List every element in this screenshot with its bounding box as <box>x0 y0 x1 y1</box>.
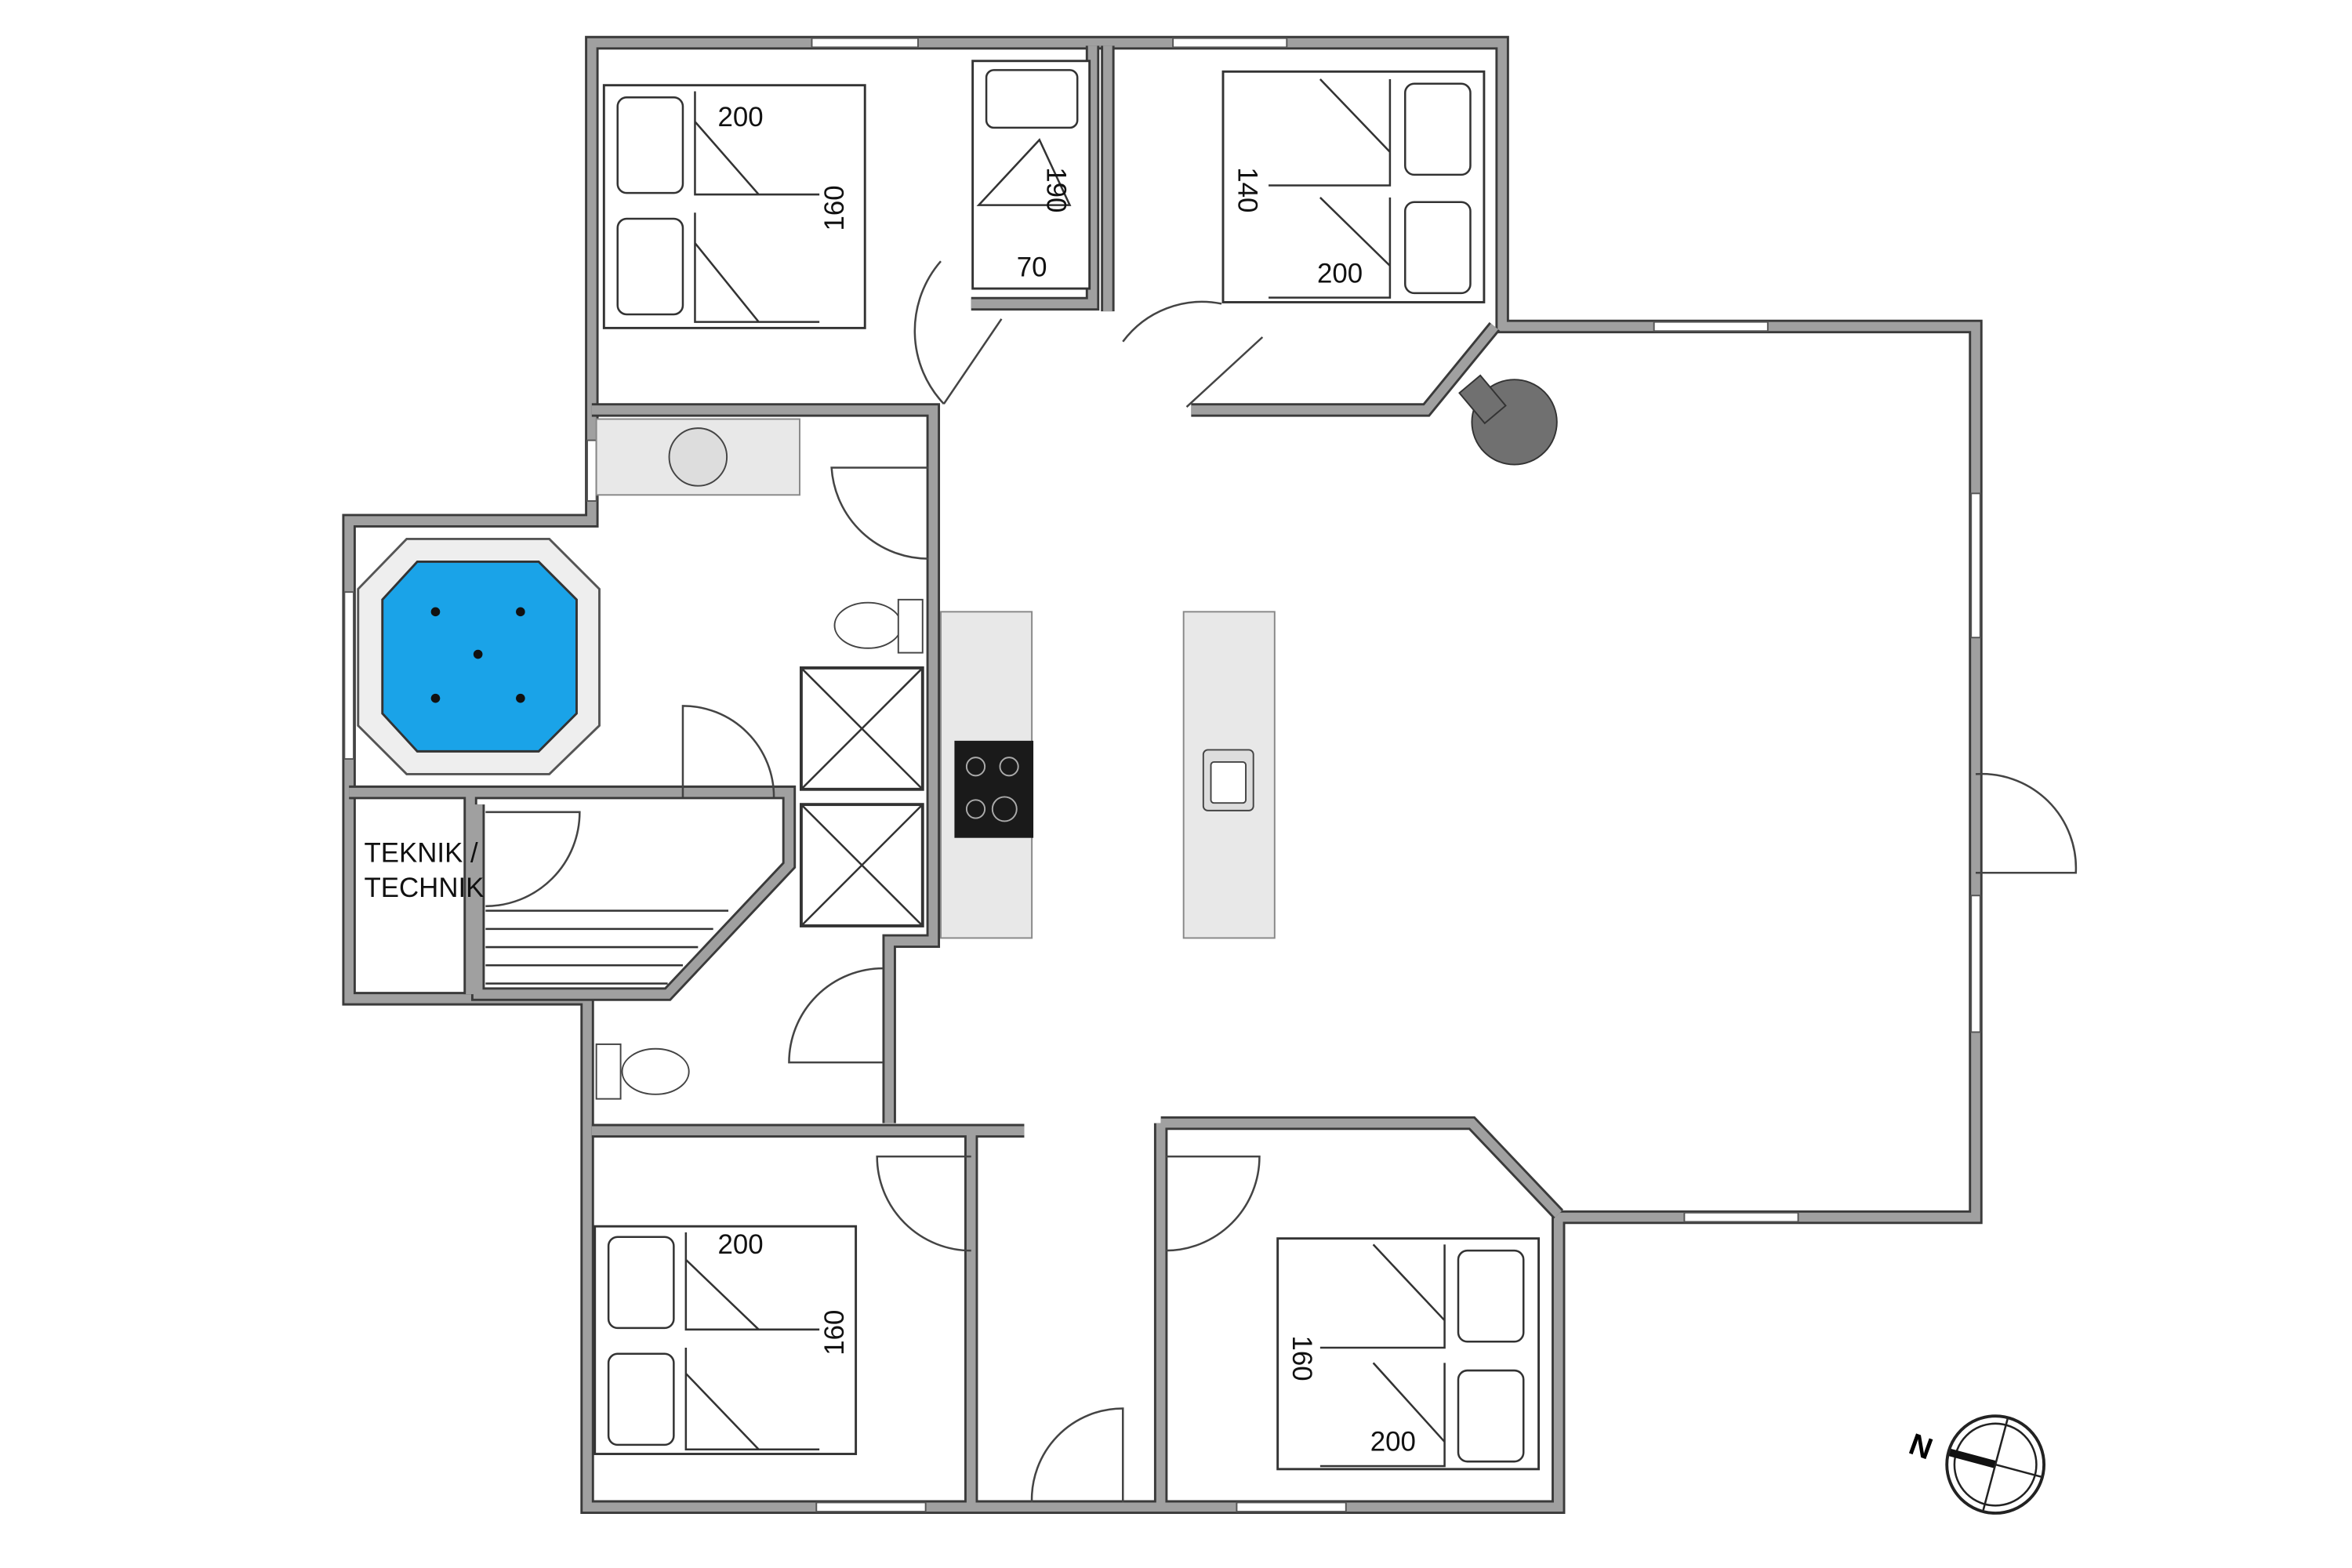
stove-hob-icon <box>954 740 1034 838</box>
bed-bottom-right: 160 200 <box>1276 1237 1541 1471</box>
bed-width-label: 70 <box>1017 252 1047 283</box>
stairs <box>485 909 729 985</box>
bed-width-label: 160 <box>1287 1336 1317 1381</box>
bed-width-label: 160 <box>819 1310 850 1356</box>
bed-top-left: 200 160 <box>602 84 866 329</box>
bed-length-label: 200 <box>1370 1427 1416 1457</box>
bed-bottom-left: 200 160 <box>593 1225 858 1455</box>
room-label-technik: TECHNIK <box>365 873 485 903</box>
windows <box>343 37 1981 1513</box>
toilet-tank <box>595 1043 622 1100</box>
walls <box>342 35 1983 1514</box>
doors <box>485 260 2078 1503</box>
toilet-icon <box>621 1047 690 1095</box>
toilet-tank <box>897 598 924 654</box>
compass-north-icon: N <box>1904 1414 2046 1515</box>
spa-hot-tub <box>357 537 601 775</box>
bed-length-label: 190 <box>1040 167 1071 212</box>
bed-length-label: 200 <box>1317 258 1363 289</box>
room-label-technik: TEKNIK / <box>365 838 478 869</box>
bed-width-label: 160 <box>819 185 850 230</box>
bed-width-label: 140 <box>1232 167 1262 212</box>
shower-icon <box>800 803 924 927</box>
bed-length-label: 200 <box>717 1229 763 1260</box>
wood-stove-icon <box>1458 374 1558 466</box>
interior-walls <box>349 45 1564 1503</box>
shower-icon <box>800 666 924 791</box>
bed-top-middle: 190 70 <box>971 60 1091 290</box>
compass-north-label: N <box>1904 1428 1936 1467</box>
toilet-icon <box>833 601 902 649</box>
bed-top-right: 140 200 <box>1221 70 1486 303</box>
bed-length-label: 200 <box>717 102 763 132</box>
washbasin-icon <box>668 427 728 487</box>
sink-basin <box>1210 760 1247 804</box>
